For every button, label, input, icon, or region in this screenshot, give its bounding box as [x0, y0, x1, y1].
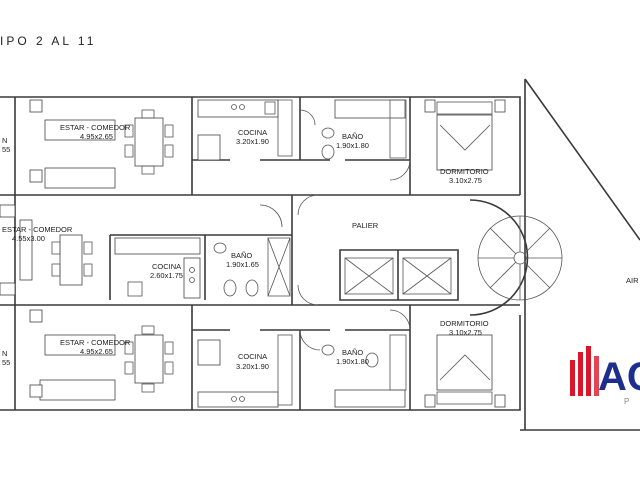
cocina-bot-name: COCINA [238, 352, 267, 361]
bano-mid-dim: 1.90x1.65 [226, 260, 259, 269]
edge-bot-b: 55 [2, 358, 10, 367]
cocina-mid-name: COCINA [152, 262, 181, 271]
dorm-top-dim: 3.10x2.75 [449, 176, 482, 185]
logo-red-bar-3 [586, 346, 591, 396]
cocina-top-dim: 3.20x1.90 [236, 137, 269, 146]
estar-top-dim: 4.95x2.65 [80, 132, 113, 141]
bottom-unit [14, 305, 506, 410]
bano-bot-dim: 1.90x1.80 [336, 357, 369, 366]
estar-bot-dim: 4.95x2.65 [80, 347, 113, 356]
estar-bot-name: ESTAR - COMEDOR [60, 338, 131, 347]
palier-core [339, 199, 563, 316]
logo-text: AC [598, 355, 640, 399]
logo-red-bar-4 [594, 356, 599, 396]
estar-top-name: ESTAR - COMEDOR [60, 123, 131, 132]
cocina-mid-dim: 2.60x1.75 [150, 271, 183, 280]
logo-sub: P [624, 397, 629, 406]
dorm-top-name: DORMITORIO [440, 167, 489, 176]
logo: AC P [570, 346, 640, 406]
dorm-bot-name: DORMITORIO [440, 319, 489, 328]
edge-top-b: 55 [2, 145, 10, 154]
palier-name: PALIER [352, 221, 379, 230]
plan-title: IPO 2 AL 11 [0, 34, 96, 48]
edge-top-a: N [2, 136, 7, 145]
estar-mid-dim: 4.55x3.00 [12, 234, 45, 243]
cocina-bot-dim: 3.20x1.90 [236, 362, 269, 371]
logo-red-bar-1 [570, 360, 575, 396]
edge-bot-a: N [2, 349, 7, 358]
top-unit [14, 97, 506, 195]
bano-mid-name: BAÑO [231, 251, 252, 260]
aire-label: AIR [626, 276, 639, 285]
bano-top-dim: 1.90x1.80 [336, 141, 369, 150]
middle-unit [0, 194, 319, 306]
dorm-bot-dim: 3.10x2.75 [449, 328, 482, 337]
cocina-top-name: COCINA [238, 128, 267, 137]
logo-red-bar-2 [578, 352, 583, 396]
bano-top-name: BAÑO [342, 132, 363, 141]
estar-mid-name: ESTAR - COMEDOR [2, 225, 73, 234]
bano-bot-name: BAÑO [342, 348, 363, 357]
